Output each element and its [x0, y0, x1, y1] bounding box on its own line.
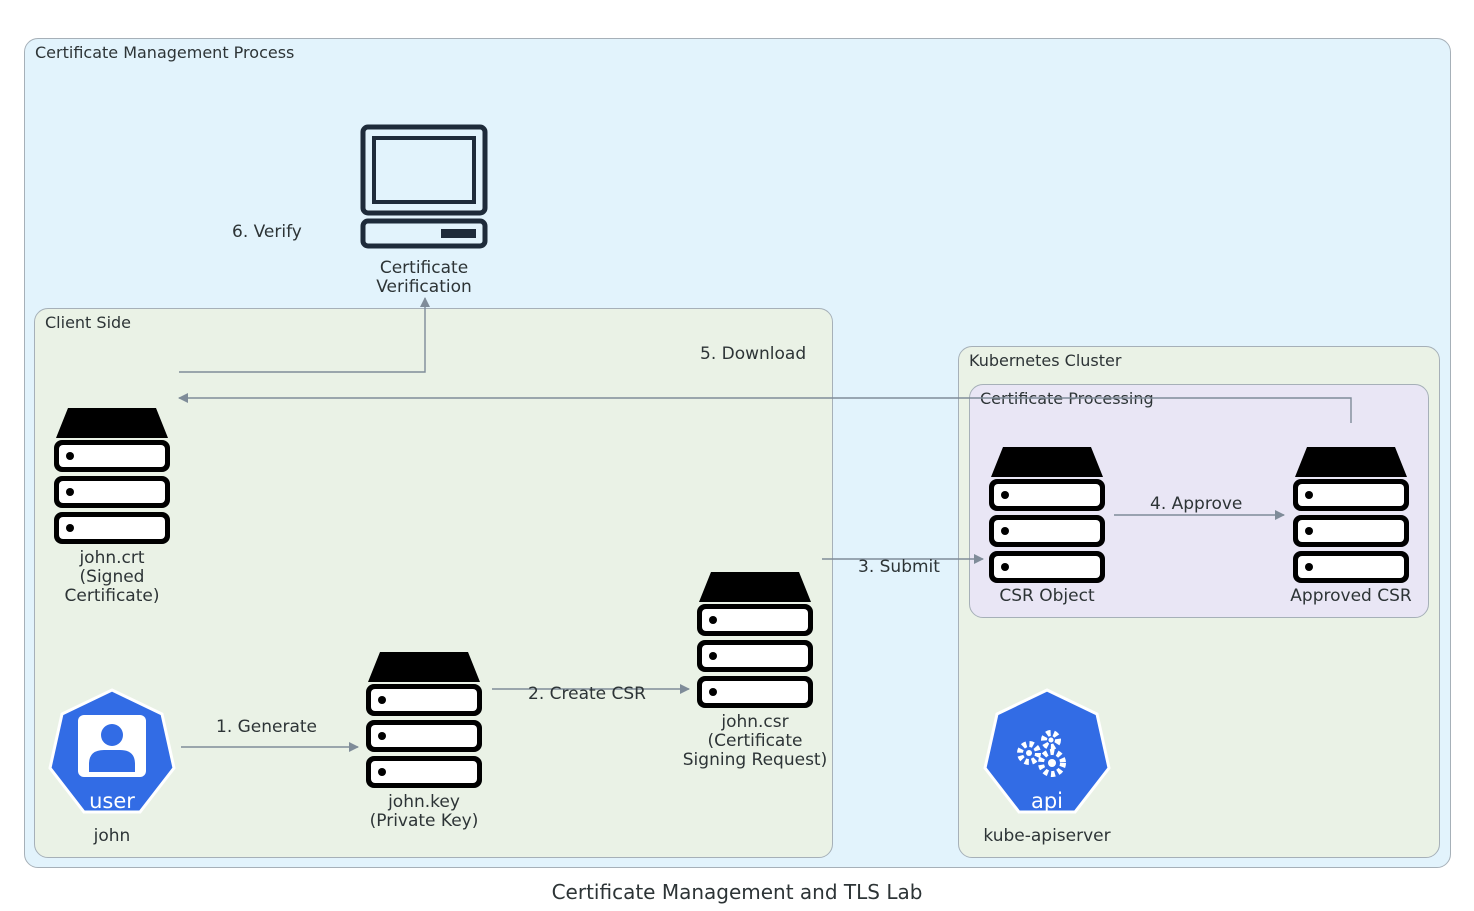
user-badge-text: user: [89, 789, 135, 813]
edge-label-generate: 1. Generate: [216, 717, 318, 737]
laptop-icon: [360, 124, 488, 249]
edge-label-create-csr: 2. Create CSR: [528, 684, 646, 704]
john-csr-label: john.csr (Certificate Signing Request): [682, 712, 828, 770]
csr-object-label: CSR Object: [999, 586, 1095, 606]
storage-icon: [54, 408, 170, 544]
edge-label-approve: 4. Approve: [1150, 494, 1243, 514]
diagram-title: Certificate Management and TLS Lab: [551, 880, 923, 904]
api-badge-text: api: [1031, 789, 1063, 813]
csr-object-node[interactable]: [987, 447, 1107, 584]
certificate-verification-node[interactable]: [360, 124, 488, 250]
edge-label-verify: 6. Verify: [232, 222, 302, 242]
john-label: john: [93, 826, 131, 846]
edge-label-submit: 3. Submit: [858, 557, 940, 577]
kube-apiserver-label: kube-apiserver: [983, 826, 1111, 846]
john-user-node[interactable]: user: [46, 688, 178, 820]
cluster-label-client: Client Side: [45, 313, 132, 332]
cluster-label-kubernetes: Kubernetes Cluster: [969, 351, 1122, 370]
edge-label-download: 5. Download: [700, 344, 807, 364]
john-csr-node[interactable]: [695, 572, 815, 709]
approved-csr-node[interactable]: [1291, 447, 1411, 584]
cluster-label-process: Certificate Management Process: [35, 43, 295, 62]
storage-icon: [1293, 447, 1409, 583]
john-key-node[interactable]: [364, 652, 484, 789]
storage-icon: [697, 572, 813, 708]
john-crt-node[interactable]: [52, 408, 172, 545]
storage-icon: [989, 447, 1105, 583]
edge-download: [178, 393, 1352, 423]
kubernetes-api-icon: api: [983, 688, 1111, 814]
storage-icon: [366, 652, 482, 788]
edge-verify: [179, 297, 430, 373]
john-crt-label: john.crt (Signed Certificate): [64, 548, 160, 606]
kube-apiserver-node[interactable]: api: [981, 688, 1113, 820]
user-icon: user: [48, 688, 176, 814]
approved-csr-label: Approved CSR: [1290, 586, 1412, 606]
certificate-verification-label: Certificate Verification: [376, 258, 472, 297]
john-key-label: john.key (Private Key): [369, 792, 479, 831]
